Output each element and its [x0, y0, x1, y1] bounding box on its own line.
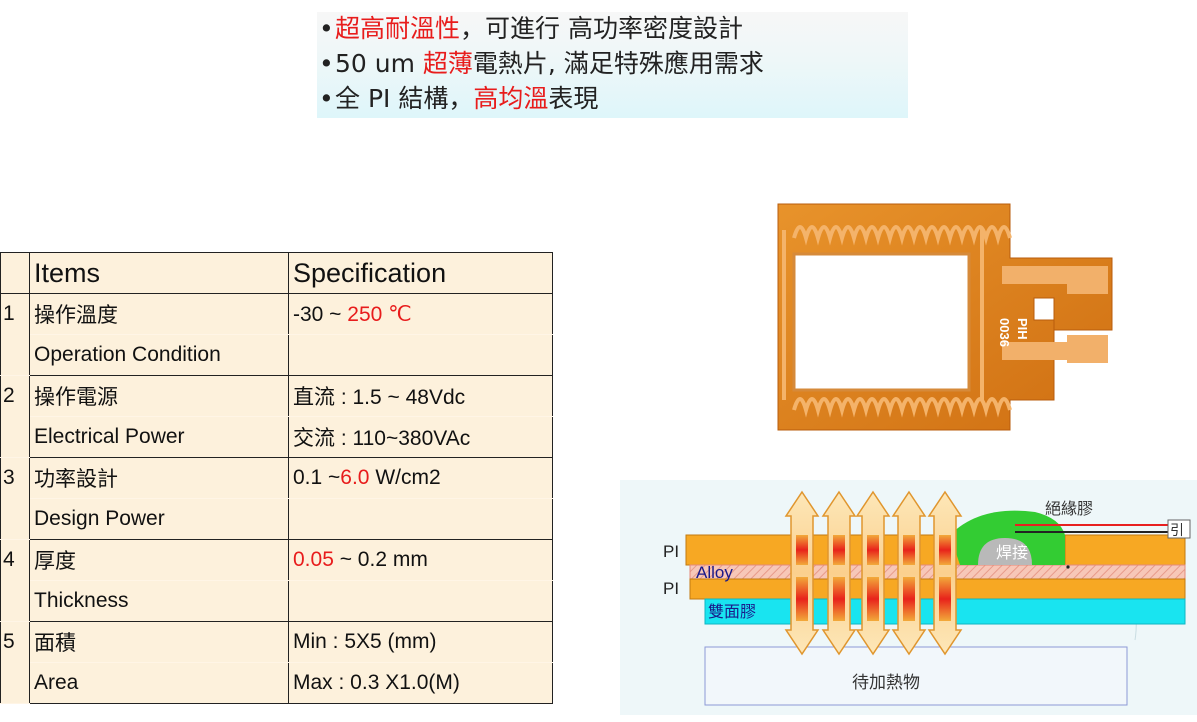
feature-item-3: •全 PI 結構，高均溫表現: [319, 84, 598, 114]
heat-core-icon: [833, 577, 845, 621]
spec-value: 0.1 ~6.0 W/cm2: [288, 457, 553, 499]
heater-window: [792, 252, 971, 392]
table-row: Design Power: [1, 498, 553, 540]
feature-list: •超高耐溫性，可進行 高功率密度設計 •50 um 超薄電熱片, 滿足特殊應用需…: [317, 12, 908, 118]
header-no-cell: [0, 252, 30, 294]
heat-arrows: [784, 490, 963, 656]
item-name-en: Thickness: [29, 580, 289, 622]
row-number: 5: [0, 621, 30, 704]
target-object-box: [704, 646, 1128, 706]
heat-arrow-icon: [927, 490, 963, 656]
spec-value-secondary: [288, 334, 553, 376]
label-lead-wire: 引: [1170, 523, 1184, 539]
spec-value-secondary: [288, 580, 553, 622]
heat-arrow-icon: [784, 490, 820, 656]
heat-arrow-icon: [821, 490, 857, 656]
label-pi-bottom: PI: [663, 579, 679, 598]
row-number: 3: [0, 457, 30, 540]
header-items: Items: [29, 252, 289, 294]
feature-item-2: •50 um 超薄電熱片, 滿足特殊應用需求: [319, 49, 764, 79]
spec-value-secondary: [288, 498, 553, 540]
table-row: Operation Condition: [1, 334, 553, 376]
row-number: 1: [0, 293, 30, 376]
heat-core-icon: [867, 577, 879, 621]
bullet-icon: •: [319, 84, 334, 113]
item-name-zh: 面積: [29, 621, 289, 663]
heater-code-label: 0036: [997, 318, 1012, 347]
spec-value-segment: 直流 : 1.5 ~ 48Vdc: [293, 386, 466, 409]
heat-core-icon: [833, 535, 845, 565]
item-name-en: Area: [29, 662, 289, 704]
spec-value-segment: 0.05: [293, 548, 334, 571]
heat-core-icon: [867, 535, 879, 565]
header-specification: Specification: [288, 252, 553, 294]
feature-item-1: •超高耐溫性，可進行 高功率密度設計: [319, 14, 743, 44]
heat-core-icon: [796, 535, 808, 565]
bullet-icon: •: [319, 49, 334, 78]
feature-text-segment: 超高耐溫性: [335, 14, 461, 43]
heat-arrow-icon: [891, 490, 927, 656]
label-double-sided-tape: 雙面膠: [708, 602, 756, 621]
spec-value-segment: 250 ℃: [347, 302, 412, 326]
table-header-row: Items Specification: [0, 252, 553, 294]
feature-text-segment: 電熱片, 滿足特殊應用需求: [472, 49, 764, 78]
heat-core-icon: [903, 577, 915, 621]
heat-arrow-icon: [855, 490, 891, 656]
spec-value-segment: Min : 5X5 (mm): [293, 630, 437, 653]
heat-core-icon: [796, 577, 808, 621]
feature-text-segment: 高均溫: [473, 84, 549, 113]
spec-value: -30 ~ 250 ℃: [288, 293, 553, 335]
table-row: Thickness: [1, 580, 553, 622]
heater-photo: 0036 PIH: [777, 203, 1113, 431]
solder-joint: [978, 538, 1032, 565]
bullet-icon: •: [319, 14, 334, 43]
item-name-zh: 操作溫度: [29, 293, 289, 335]
label-pi-top: PI: [663, 542, 679, 561]
feature-text-segment: ，可進行 高功率密度設計: [460, 14, 743, 43]
row-number: 4: [0, 539, 30, 622]
feature-text-segment: 表現: [548, 84, 599, 113]
spec-value: 直流 : 1.5 ~ 48Vdc: [288, 375, 553, 417]
heat-core-icon: [903, 535, 915, 565]
label-alloy: Alloy: [696, 563, 733, 582]
feature-text-segment: 全 PI 結構，: [335, 84, 474, 113]
spec-value-secondary: 交流 : 110~380VAc: [288, 416, 553, 458]
feature-text-segment: 50 um: [335, 49, 423, 78]
item-name-en: Design Power: [29, 498, 289, 540]
item-name-en: Operation Condition: [29, 334, 289, 376]
item-name-en: Electrical Power: [29, 416, 289, 458]
item-name-zh: 操作電源: [29, 375, 289, 417]
heat-core-icon: [939, 535, 951, 565]
label-insulation-glue: 絕緣膠: [1045, 499, 1093, 518]
label-target-object: 待加熱物: [852, 673, 920, 693]
heater-type-label: PIH: [1015, 318, 1030, 340]
item-name-zh: 功率設計: [29, 457, 289, 499]
spec-value-segment: 6.0: [340, 466, 370, 489]
spec-value-segment: -30 ~: [293, 302, 348, 326]
spec-value-segment: ~ 0.2 mm: [333, 548, 428, 571]
spec-value-secondary: Max : 0.3 X1.0(M): [288, 662, 553, 704]
feature-text-segment: 超薄: [422, 49, 473, 78]
spec-value-segment: W/cm2: [369, 466, 441, 489]
spec-value-secondary-segment: 交流 : 110~380VAc: [293, 427, 471, 450]
spec-value: 0.05 ~ 0.2 mm: [288, 539, 553, 581]
item-name-zh: 厚度: [29, 539, 289, 581]
spec-value: Min : 5X5 (mm): [288, 621, 553, 663]
row-number: 2: [0, 375, 30, 458]
heat-core-icon: [939, 577, 951, 621]
spec-value-segment: 0.1 ~: [293, 466, 341, 489]
spec-value-secondary-segment: Max : 0.3 X1.0(M): [293, 671, 460, 694]
cross-section-diagram: PI Alloy PI 雙面膠 絕緣膠 焊接 引 待加熱物: [620, 480, 1197, 715]
label-solder: 焊接: [996, 543, 1028, 562]
